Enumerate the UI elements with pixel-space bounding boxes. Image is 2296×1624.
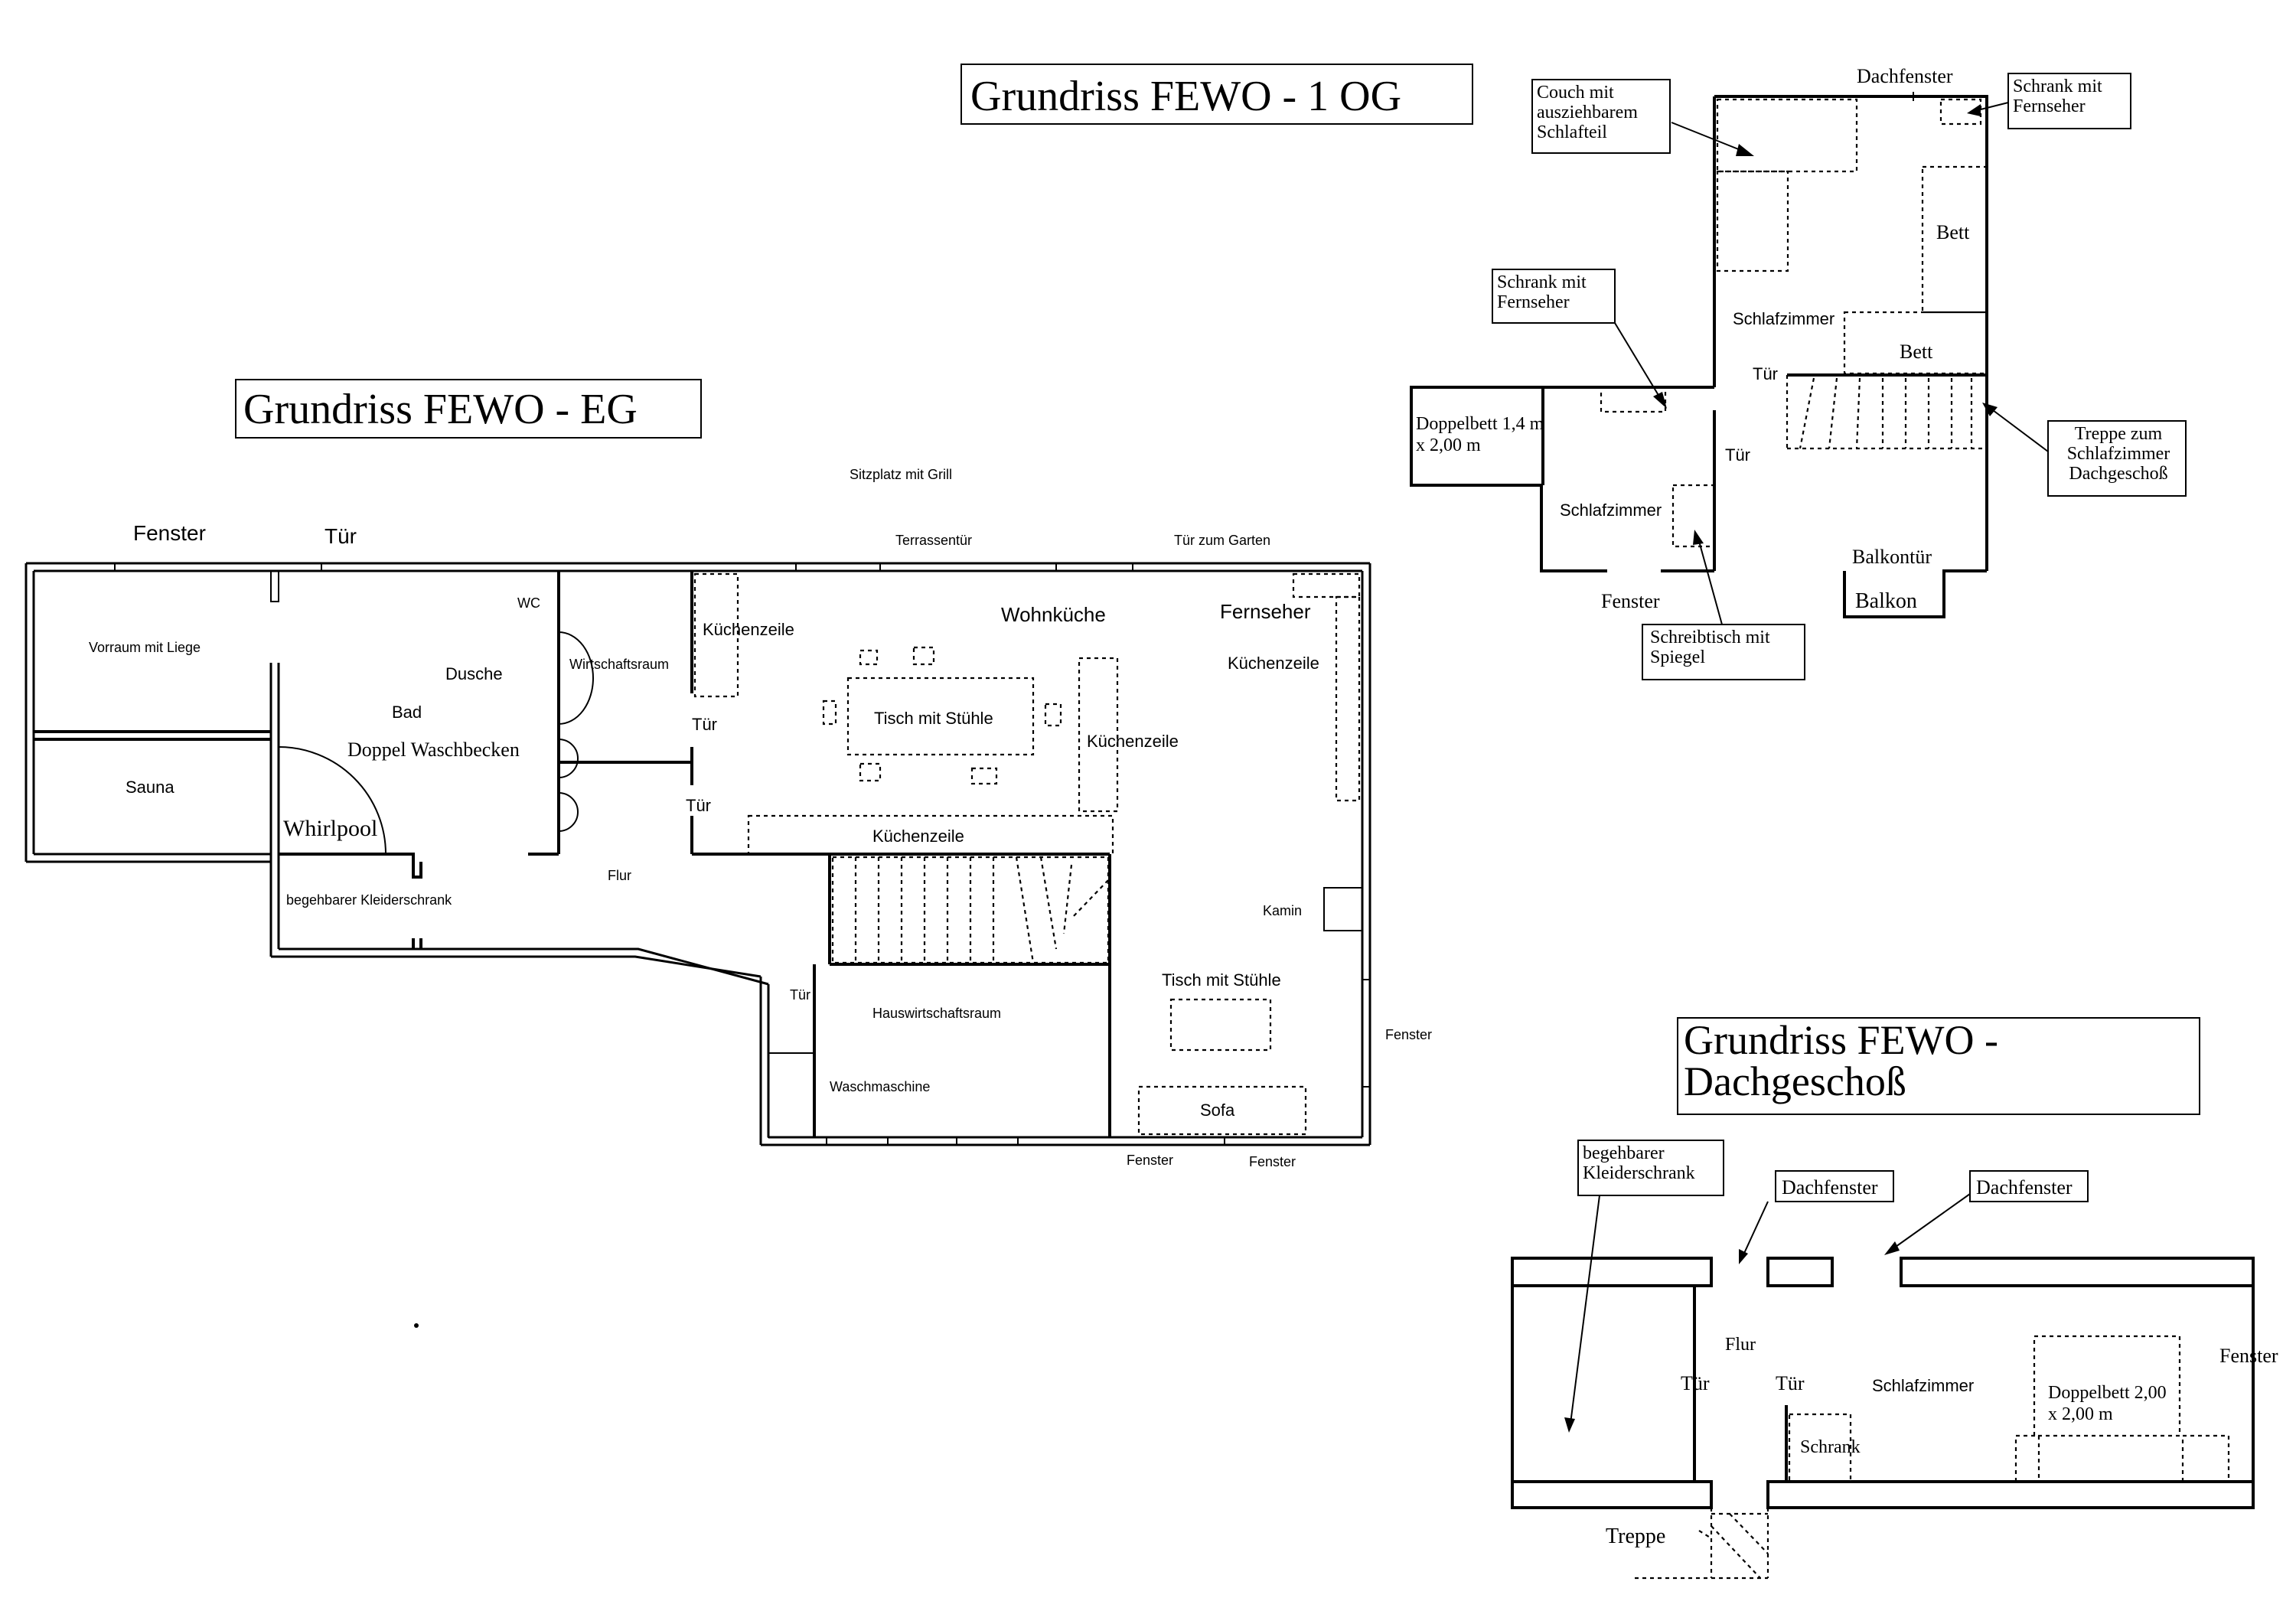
title-eg: Grundriss FEWO - EG: [243, 386, 638, 433]
label-kuechenzeile-4: Küchenzeile: [1228, 654, 1319, 673]
eg-bath-fixtures: [278, 631, 594, 855]
label-fenster-bottom-2: Fenster: [1249, 1154, 1296, 1169]
label-tuer-kueche-2: Tür: [686, 796, 711, 815]
callout-box-kleiderschrank: [1577, 1140, 1724, 1196]
label-fenster-top: Fenster: [133, 521, 206, 545]
label-kuechenzeile-2: Küchenzeile: [1087, 732, 1179, 751]
label-dg-schrank: Schrank: [1800, 1437, 1861, 1457]
og-stairs: [1786, 375, 1987, 450]
label-kamin: Kamin: [1263, 903, 1302, 918]
eg-labels: Sitzplatz mit Grill Fenster Tür Terrasse…: [89, 467, 1432, 1169]
label-hauswirtschaftsraum: Hauswirtschaftsraum: [872, 1006, 1001, 1021]
label-og-schlafzimmer-2: Schlafzimmer: [1560, 501, 1662, 520]
label-dg-flur: Flur: [1725, 1335, 1756, 1355]
label-doppel-waschbecken: Doppel Waschbecken: [347, 739, 520, 761]
dg-callouts: [1564, 1140, 2089, 1433]
label-og-schrank-fernseher-2: Schrank mit Fernseher: [1497, 272, 1587, 312]
label-sitzplatz: Sitzplatz mit Grill: [850, 467, 952, 482]
callout-box-schreibtisch: [1642, 624, 1805, 680]
label-tuer-kueche-1: Tür: [692, 715, 717, 734]
floor-plan-dg: Grundriss FEWO - Dachgeschoß: [1511, 1017, 2278, 1580]
label-flur: Flur: [608, 868, 631, 883]
label-og-fenster: Fenster: [1601, 590, 1660, 612]
label-kuechenzeile-3: Küchenzeile: [872, 827, 964, 846]
dg-furniture: [1635, 1335, 2230, 1580]
basin-1: [558, 739, 579, 778]
title-dg: Grundriss FEWO - Dachgeschoß: [1684, 1019, 1998, 1104]
title-box-dg: [1677, 1017, 2200, 1115]
label-og-bett-2: Bett: [1900, 341, 1933, 363]
label-og-couch: Couch mit ausziehbarem Schlafteil: [1537, 83, 1638, 142]
label-fenster-right: Fenster: [1385, 1027, 1432, 1042]
callout-box-dachfenster-2: [1969, 1170, 2089, 1202]
floor-plan-og: Grundriss FEWO - 1 OG: [960, 64, 2187, 680]
label-fernseher: Fernseher: [1220, 600, 1311, 623]
label-dg-tuer-1: Tür: [1681, 1372, 1710, 1394]
label-fenster-bottom-1: Fenster: [1127, 1153, 1173, 1168]
title-box-og: [960, 64, 1473, 125]
label-dg-tuer-2: Tür: [1776, 1372, 1805, 1394]
label-tisch-1: Tisch mit Stühle: [874, 709, 993, 728]
og-labels: Dachfenster Couch mit ausziehbarem Schla…: [1416, 65, 2170, 667]
label-terrassentuer: Terrassentür: [895, 533, 972, 548]
whirlpool-arc: [278, 746, 386, 855]
basin-2: [558, 792, 579, 832]
label-dg-treppe: Treppe: [1606, 1525, 1665, 1548]
label-whirlpool: Whirlpool: [283, 816, 377, 841]
og-furniture: [1600, 98, 1988, 548]
label-og-balkon: Balkon: [1855, 589, 1917, 613]
label-og-tuer-1: Tür: [1753, 364, 1778, 383]
stray-dot: [414, 1323, 419, 1328]
label-wirtschaftsraum: Wirtschaftsraum: [569, 657, 669, 672]
label-tuer-garten: Tür zum Garten: [1174, 533, 1270, 548]
label-dg-kleiderschrank: begehbarer Kleiderschrank: [1583, 1143, 1695, 1183]
label-waschmaschine: Waschmaschine: [830, 1079, 930, 1094]
label-tuer-top: Tür: [325, 524, 357, 548]
label-bad: Bad: [392, 703, 422, 722]
label-tisch-2: Tisch mit Stühle: [1162, 970, 1281, 990]
shower-arc: [558, 631, 594, 725]
callout-box-schrank-1: [2007, 73, 2131, 129]
eg-furniture: [693, 572, 1363, 1136]
callout-box-dachfenster-1: [1775, 1170, 1894, 1202]
label-kuechenzeile-1: Küchenzeile: [703, 620, 794, 639]
floor-plan-eg: Grundriss FEWO - EG: [24, 379, 1432, 1328]
label-dg-schlafzimmer: Schlafzimmer: [1872, 1376, 1974, 1395]
label-og-schreibtisch: Schreibtisch mit Spiegel: [1650, 628, 1770, 667]
label-dg-doppelbett: Doppelbett 2,00 x 2,00 m: [2048, 1383, 2167, 1424]
label-og-dachfenster: Dachfenster: [1857, 65, 1953, 87]
label-og-schrank-fernseher-1: Schrank mit Fernseher: [2013, 77, 2102, 116]
label-og-doppelbett: Doppelbett 1,4 m x 2,00 m: [1416, 414, 1544, 455]
og-callouts: [1492, 73, 2187, 680]
label-sofa: Sofa: [1200, 1101, 1235, 1120]
label-tuer-hwr: Tür: [790, 987, 810, 1003]
label-kleiderschrank: begehbarer Kleiderschrank: [286, 892, 452, 908]
label-vorraum: Vorraum mit Liege: [89, 640, 201, 655]
label-wohnkueche: Wohnküche: [1001, 603, 1106, 626]
label-og-schlafzimmer-1: Schlafzimmer: [1733, 309, 1835, 328]
label-sauna: Sauna: [126, 778, 174, 797]
callout-box-couch: [1531, 79, 1671, 154]
label-dg-dachfenster-1: Dachfenster: [1782, 1176, 1878, 1198]
label-og-treppe: Treppe zum Schlafzimmer Dachgeschoß: [2066, 424, 2170, 484]
label-dusche: Dusche: [445, 664, 503, 683]
label-og-tuer-2: Tür: [1725, 445, 1750, 465]
label-wc: WC: [517, 595, 540, 611]
title-box-eg: [235, 379, 702, 439]
label-dg-fenster: Fenster: [2219, 1345, 2278, 1367]
dg-walls: [1511, 1257, 2255, 1509]
label-og-bett-1: Bett: [1936, 221, 1970, 243]
callout-box-treppe: [2047, 420, 2187, 497]
kamin-box: [1323, 887, 1363, 931]
label-og-balkontuer: Balkontür: [1852, 546, 1932, 568]
eg-stairs: [831, 856, 1110, 964]
label-dg-dachfenster-2: Dachfenster: [1976, 1176, 2073, 1198]
dg-stairs: [1635, 1508, 1769, 1580]
callout-box-schrank-2: [1492, 269, 1616, 324]
dg-labels: begehbarer Kleiderschrank Dachfenster Da…: [1583, 1143, 2278, 1548]
title-og: Grundriss FEWO - 1 OG: [970, 73, 1401, 120]
